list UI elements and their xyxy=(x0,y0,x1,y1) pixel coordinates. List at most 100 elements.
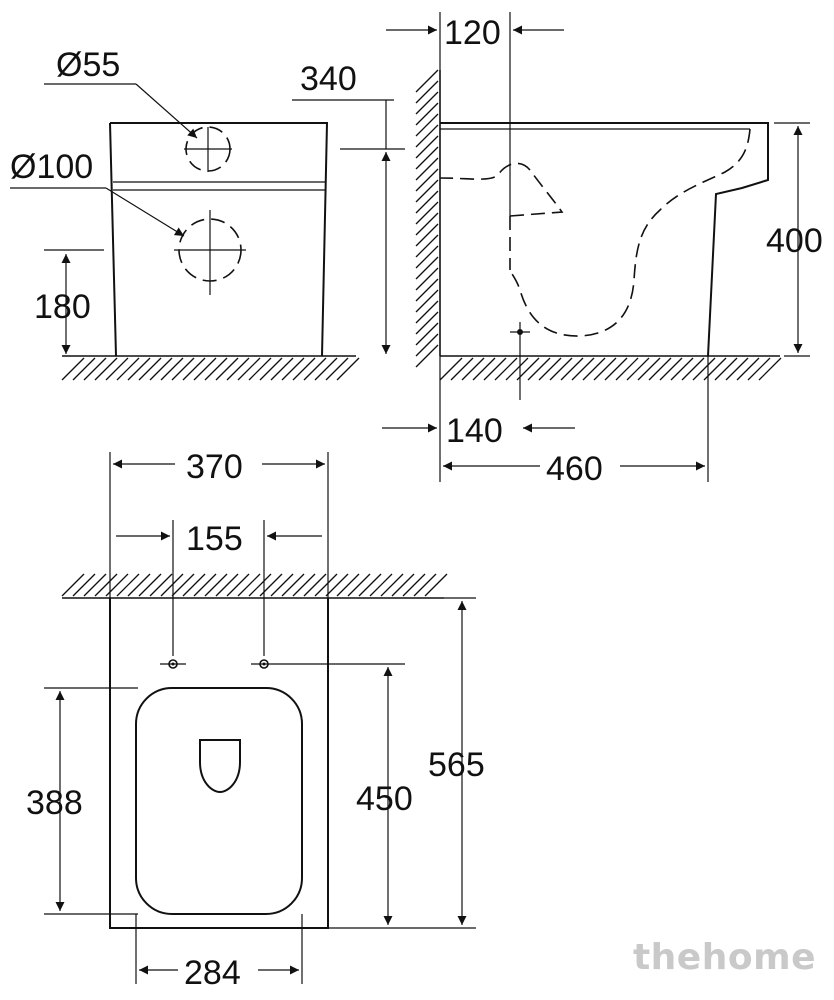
hatch-line xyxy=(149,573,173,597)
hatch-line xyxy=(160,573,184,597)
hatch-line xyxy=(182,573,206,597)
hatch-line xyxy=(72,357,96,381)
hatch-line xyxy=(358,573,382,597)
hatch-line xyxy=(259,357,283,381)
hatch-line xyxy=(226,357,250,381)
side-view: 120 400 140 460 xyxy=(382,12,823,488)
hatch-line xyxy=(171,573,195,597)
hatch-line xyxy=(215,357,239,381)
seat-depth-dim: 388 xyxy=(26,784,83,822)
side-body-outline xyxy=(440,122,769,357)
hatch-line xyxy=(415,113,439,137)
hatch-line xyxy=(494,357,518,381)
hatch-line xyxy=(237,357,261,381)
hatch-line xyxy=(637,357,661,381)
hatch-line xyxy=(461,357,485,381)
hatch-line xyxy=(281,573,305,597)
hatch-line xyxy=(292,357,316,381)
hatch-line xyxy=(303,573,327,597)
hatch-line xyxy=(193,357,217,381)
hatch-line xyxy=(314,357,338,381)
hatch-line xyxy=(138,573,162,597)
floor-hatch-front xyxy=(61,357,360,381)
hatch-line xyxy=(593,357,617,381)
front-body-outline xyxy=(109,122,329,357)
hatch-line xyxy=(703,357,727,381)
hatch-line xyxy=(116,573,140,597)
hatch-line xyxy=(336,357,360,381)
hatch-line xyxy=(415,300,439,324)
hatch-line xyxy=(415,157,439,181)
hatch-line xyxy=(527,357,551,381)
fixing-spacing-dim: 155 xyxy=(186,520,243,558)
hatch-line xyxy=(714,357,738,381)
hatch-line xyxy=(415,256,439,280)
floor-hatch-side xyxy=(439,357,782,381)
hatch-line xyxy=(439,357,463,381)
hatch-line xyxy=(94,573,118,597)
hatch-line xyxy=(72,573,96,597)
hatch-line xyxy=(483,357,507,381)
hatch-line xyxy=(604,357,628,381)
hatch-line xyxy=(582,357,606,381)
hatch-line xyxy=(659,357,683,381)
hatch-line xyxy=(424,573,448,597)
hatch-line xyxy=(369,573,393,597)
hatch-line xyxy=(270,357,294,381)
hatch-line xyxy=(472,357,496,381)
wall-hatch-top xyxy=(61,573,448,597)
top-body-outline xyxy=(109,598,329,929)
top-view: 370 155 388 450 565 284 xyxy=(26,448,485,992)
hatch-line xyxy=(127,573,151,597)
hatch-line xyxy=(314,573,338,597)
hatch-line xyxy=(138,357,162,381)
hatch-line xyxy=(380,573,404,597)
hatch-line xyxy=(415,322,439,346)
hatch-line xyxy=(415,69,439,93)
hatch-line xyxy=(415,91,439,115)
fixing-to-front-dim: 450 xyxy=(356,780,413,818)
side-height-dim: 400 xyxy=(766,222,823,260)
hatch-line xyxy=(215,573,239,597)
hatch-line xyxy=(237,573,261,597)
hatch-line xyxy=(516,357,540,381)
hatch-line xyxy=(415,311,439,335)
wall-offset-dim: 120 xyxy=(444,14,501,52)
hatch-line xyxy=(415,278,439,302)
hatch-line xyxy=(415,234,439,258)
fixing-offset-dim: 140 xyxy=(446,412,503,450)
hatch-line xyxy=(415,333,439,357)
hatch-line xyxy=(61,573,85,597)
hatch-line xyxy=(415,135,439,159)
hatch-line xyxy=(415,289,439,313)
hatch-line xyxy=(149,357,173,381)
front-view: Ø55 Ø100 340 180 xyxy=(10,46,405,381)
hatch-line xyxy=(626,357,650,381)
hatch-line xyxy=(270,573,294,597)
hatch-line xyxy=(415,223,439,247)
hatch-line xyxy=(281,357,305,381)
hatch-line xyxy=(450,357,474,381)
seat-outline xyxy=(135,687,303,915)
hatch-line xyxy=(415,102,439,126)
hatch-line xyxy=(292,573,316,597)
hatch-line xyxy=(127,357,151,381)
pipe-small-label: Ø55 xyxy=(56,46,120,84)
hatch-line xyxy=(61,357,85,381)
hatch-line xyxy=(94,357,118,381)
hatch-line xyxy=(415,146,439,170)
hatch-line xyxy=(560,357,584,381)
hatch-line xyxy=(692,357,716,381)
hatch-line xyxy=(193,573,217,597)
hatch-line xyxy=(648,357,672,381)
hatch-line xyxy=(415,179,439,203)
hatch-line xyxy=(747,357,771,381)
hatch-line xyxy=(83,357,107,381)
hatch-line xyxy=(736,357,760,381)
hatch-line xyxy=(415,168,439,192)
hatch-line xyxy=(571,357,595,381)
pipe-large-label: Ø100 xyxy=(10,148,93,186)
hatch-line xyxy=(415,267,439,291)
wall-hatch-side xyxy=(415,69,439,368)
